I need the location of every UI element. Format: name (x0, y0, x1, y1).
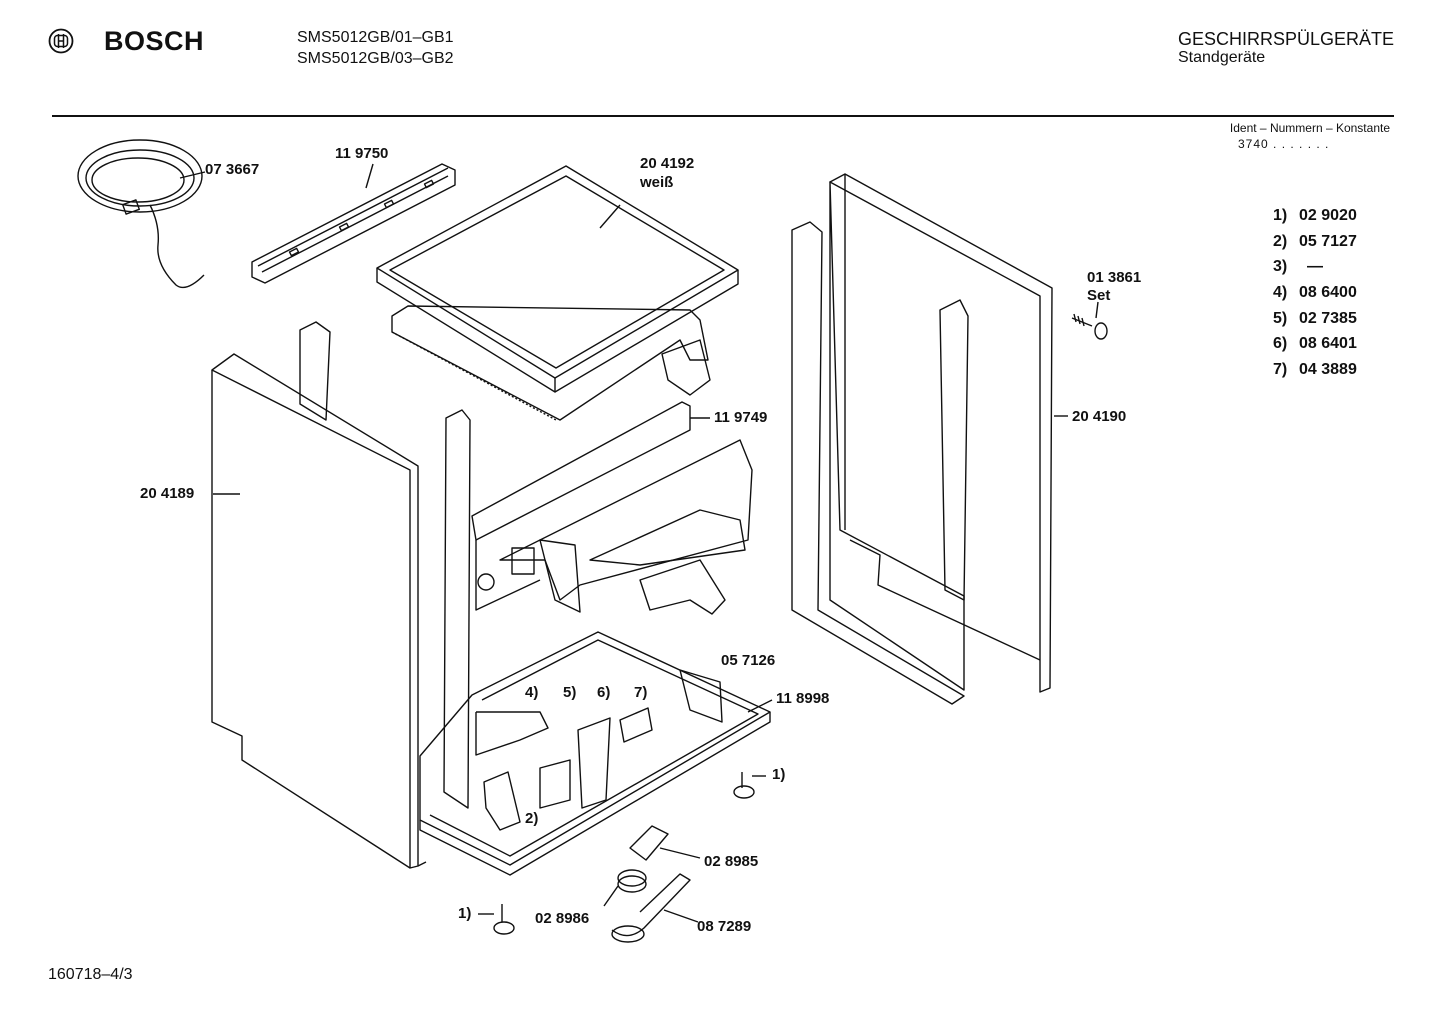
legend-item: 3) — (1273, 258, 1357, 284)
part-label-cap: 02 8986 (535, 910, 590, 927)
footnote-legend: 1) 02 9020 2) 05 7127 3) — 4) 08 6400 5) 02 7… (1273, 207, 1357, 387)
adjustable-foot-drawing (478, 772, 766, 934)
part-label-right-frame: 20 4190 (1072, 408, 1127, 425)
ident-label: Ident – Nummern – Konstante (1229, 121, 1390, 135)
legend-number: 02 9020 (1299, 207, 1357, 224)
part-label-screw-set: 01 3861 (1087, 269, 1142, 286)
right-frame-drawing (792, 174, 1068, 704)
part-label-bracket: 05 7126 (721, 652, 776, 669)
small-parts-drawing (604, 826, 700, 942)
brand-name: BOSCH (104, 26, 205, 56)
mains-cable-drawing (78, 140, 205, 287)
legend-number: — (1307, 258, 1323, 276)
ident-value: 3740 . . . . . . . (1238, 137, 1330, 151)
front-rail-drawing (252, 164, 455, 283)
part-label-worktop: 20 4192 (640, 155, 695, 172)
part-label-screw-set-note: Set (1087, 287, 1111, 304)
part-label-front-rail: 11 9750 (335, 145, 389, 162)
model-number-2: SMS5012GB/03–GB2 (297, 50, 454, 67)
legend-key: 7) (1273, 361, 1288, 379)
part-label-worktop-note: weiß (640, 174, 674, 191)
part-label-base: 11 8998 (776, 690, 830, 707)
legend-key: 5) (1273, 309, 1288, 327)
ref-label-4: 4) (525, 684, 539, 701)
inner-assembly-drawing (472, 402, 752, 614)
legend-number: 04 3889 (1299, 361, 1357, 379)
ref-label-7: 7) (634, 684, 648, 701)
legend-item: 6) 08 6401 (1273, 335, 1357, 361)
legend-number: 05 7127 (1299, 232, 1357, 250)
legend-item: 2) 05 7127 (1273, 233, 1357, 259)
worktop-drawing (377, 166, 738, 420)
legend-item: 5) 02 7385 (1273, 310, 1357, 336)
header-divider (52, 115, 1394, 117)
drawing-code: 160718–4/3 (48, 966, 133, 983)
ref-label-1-left: 1) (458, 905, 472, 922)
legend-number: 08 6400 (1299, 284, 1357, 302)
screw-set-drawing (1072, 302, 1107, 339)
legend-item: 4) 08 6400 (1273, 284, 1357, 310)
part-label-side-panel: 20 4189 (140, 485, 195, 502)
part-label-sensor: 08 7289 (697, 918, 752, 935)
legend-item: 7) 04 3889 (1273, 361, 1357, 387)
category-subtitle: Standgeräte (1178, 49, 1266, 66)
ref-label-2: 2) (525, 810, 539, 827)
ref-label-5: 5) (563, 684, 577, 701)
side-panel-drawing (212, 322, 470, 868)
part-label-switch: 02 8985 (704, 853, 759, 870)
legend-key: 3) (1273, 258, 1288, 276)
legend-key: 4) (1273, 284, 1288, 302)
legend-key: 6) (1273, 335, 1288, 353)
part-label-cable: 07 3667 (205, 161, 260, 178)
legend-item: 1) 02 9020 (1273, 207, 1357, 233)
bosch-logo-icon (48, 28, 74, 54)
legend-number: 02 7385 (1299, 309, 1357, 327)
category-title: GESCHIRRSPÜLGERÄTE (1178, 29, 1395, 49)
base-plate-drawing (420, 632, 772, 875)
legend-key: 2) (1273, 232, 1288, 250)
legend-number: 08 6401 (1299, 335, 1357, 353)
part-label-rear-rail: 11 9749 (714, 409, 768, 426)
model-number-1: SMS5012GB/01–GB1 (297, 29, 454, 46)
legend-key: 1) (1273, 207, 1288, 224)
ref-label-6: 6) (597, 684, 611, 701)
ref-label-1-right: 1) (772, 766, 786, 783)
